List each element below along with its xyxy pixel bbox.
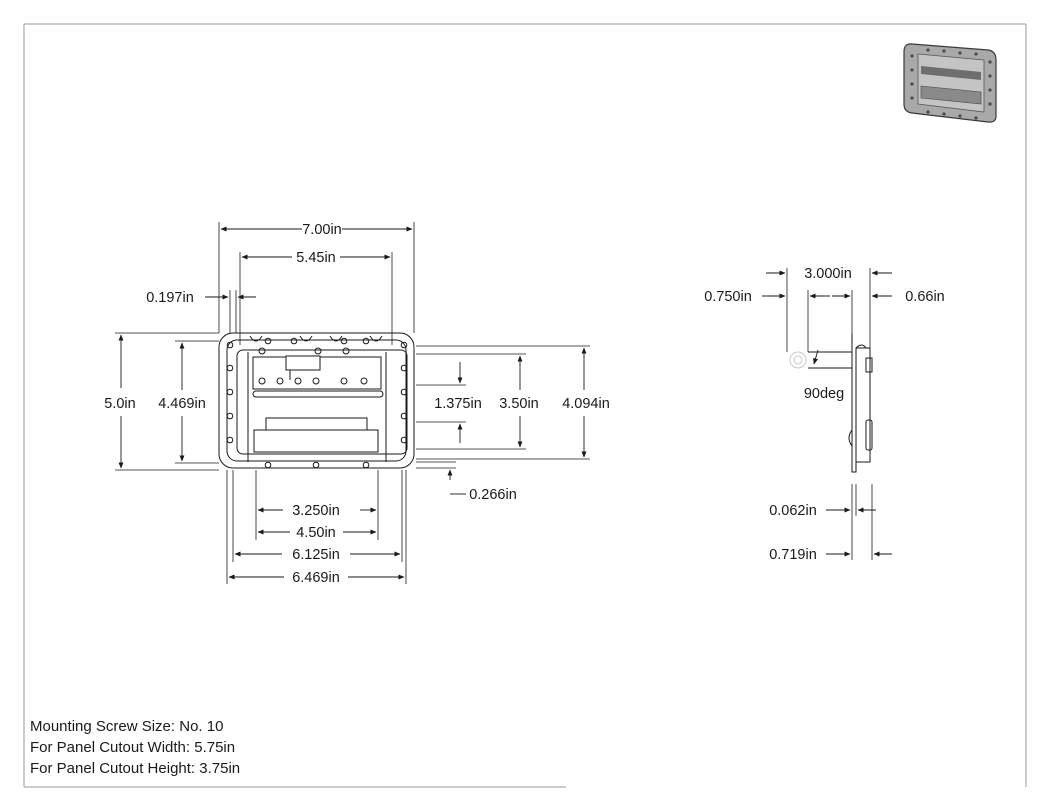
dim-mount-height: 4.469in	[158, 396, 206, 412]
dim-handle-width: 3.250in	[292, 503, 340, 519]
dim-pivot-offset: 0.750in	[704, 289, 752, 305]
dim-handle-travel: 1.375in	[434, 396, 482, 412]
dim-flange-thickness: 0.062in	[769, 503, 817, 519]
note-cutout-height: For Panel Cutout Height: 3.75in	[30, 760, 241, 777]
note-screw-size: Mounting Screw Size: No. 10	[30, 718, 224, 735]
mounting-holes	[226, 337, 408, 469]
dim-hole-spacing-width: 6.125in	[292, 547, 340, 563]
front-dimension-arrows	[118, 226, 587, 580]
dim-rotation: 90deg	[804, 386, 844, 402]
dim-recess-height: 3.50in	[499, 396, 539, 412]
dim-recess-width: 4.50in	[296, 525, 336, 541]
sheet-border	[23, 23, 1027, 788]
dim-overall-height: 5.0in	[104, 396, 135, 412]
dim-handle-reach: 3.000in	[804, 266, 852, 282]
drawing-notes: Mounting Screw Size: No. 10 For Panel Cu…	[30, 716, 240, 779]
dim-body-width: 6.469in	[292, 570, 340, 586]
dim-edge-offset: 0.197in	[146, 290, 194, 306]
dim-total-depth: 0.719in	[769, 547, 817, 563]
front-extension-lines	[115, 222, 590, 584]
dim-flange-width: 5.45in	[296, 250, 336, 266]
side-dimension-arrows	[762, 270, 892, 557]
note-cutout-width: For Panel Cutout Width: 5.75in	[30, 739, 236, 756]
dim-body-height: 4.094in	[562, 396, 610, 412]
side-view-swing-phantom	[789, 351, 807, 369]
side-extension-lines	[786, 268, 873, 560]
side-view-handle	[808, 333, 873, 473]
handle-3d-preview-icon	[903, 43, 997, 123]
dim-overall-width: 7.00in	[302, 222, 342, 238]
dim-bottom-offset: 0.266in	[469, 487, 517, 503]
dim-depth-offset: 0.66in	[905, 289, 945, 305]
